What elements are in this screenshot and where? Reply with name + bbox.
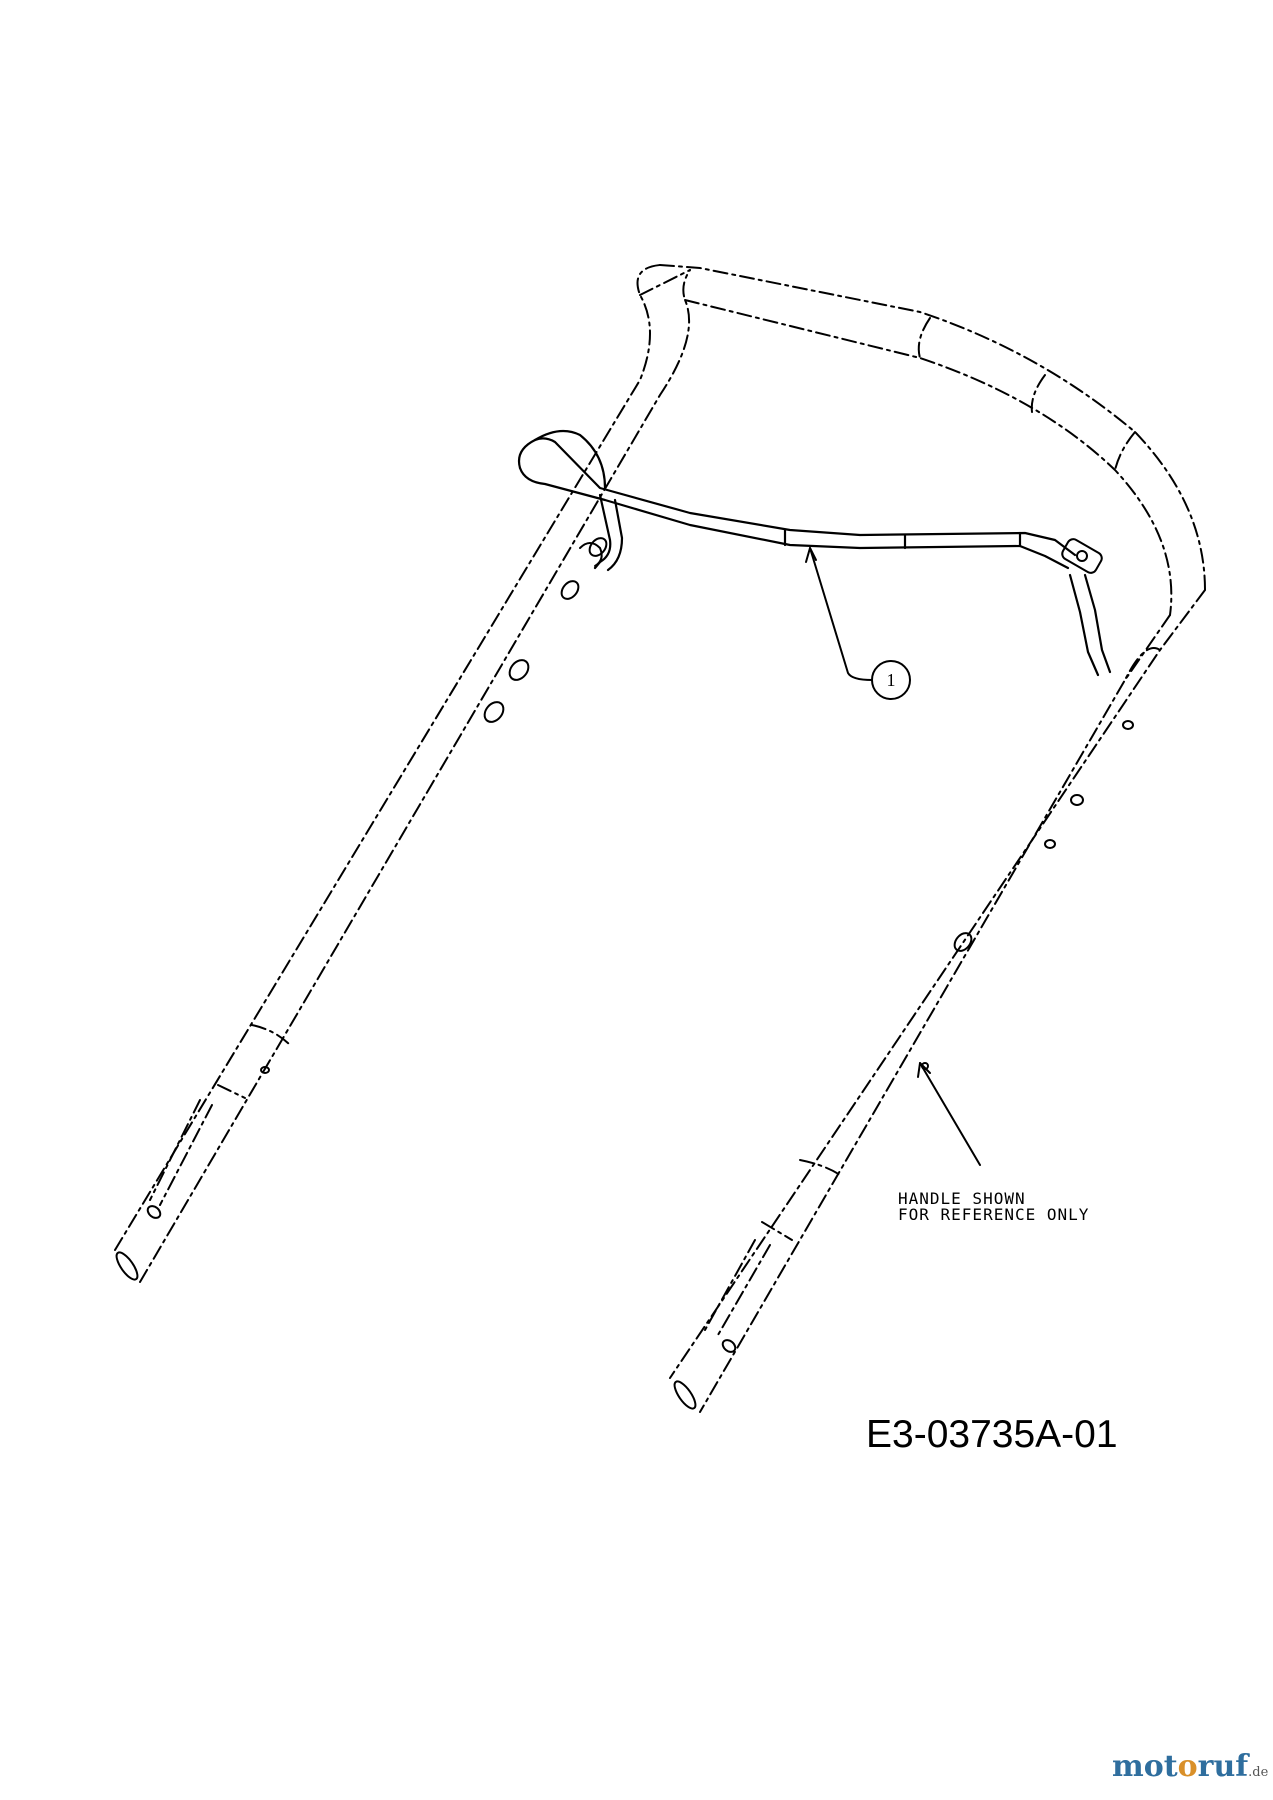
reference-note: HANDLE SHOWN FOR REFERENCE ONLY bbox=[898, 1191, 1089, 1223]
joint-top-1 bbox=[917, 317, 931, 359]
bail-right-arm bbox=[1068, 573, 1112, 677]
left-tube-end bbox=[115, 1251, 139, 1281]
watermark-part-2: o bbox=[1177, 1749, 1198, 1784]
left-tube-inner-edge bbox=[139, 269, 691, 1283]
left-tube-joint-1 bbox=[251, 1024, 291, 1046]
watermark-suffix: .de bbox=[1248, 1765, 1269, 1780]
callout-leader-1 bbox=[809, 547, 873, 681]
reference-note-line-2: FOR REFERENCE ONLY bbox=[898, 1205, 1090, 1224]
callout-arrow-1 bbox=[805, 547, 817, 563]
bail-left-arm bbox=[593, 493, 624, 572]
right-tube-mounting-holes bbox=[721, 720, 1134, 1353]
bail-bar-lower bbox=[518, 466, 1070, 570]
bail-hinge-left bbox=[579, 542, 603, 567]
left-tube-slot bbox=[149, 1099, 213, 1206]
joint-top-2 bbox=[1030, 374, 1046, 413]
reference-handle-outline bbox=[114, 264, 1206, 1413]
watermark-part-1: mot bbox=[1112, 1749, 1178, 1784]
motoruf-watermark: motoruf.de bbox=[1112, 1750, 1268, 1790]
right-tube-slot bbox=[704, 1239, 771, 1336]
right-tube-joint-1 bbox=[799, 1159, 841, 1176]
right-tube-joint-2 bbox=[761, 1221, 793, 1241]
right-tube-inner-edge bbox=[699, 614, 1171, 1413]
drawing-id: E3-03735A-01 bbox=[866, 1413, 1118, 1456]
bail-bar-upper bbox=[517, 437, 1077, 557]
corner-joint-left bbox=[639, 269, 691, 296]
right-tube-end bbox=[673, 1380, 697, 1410]
left-tube-joint-2 bbox=[217, 1084, 246, 1099]
reference-note-leader bbox=[919, 1062, 981, 1166]
joint-right-corner bbox=[1124, 647, 1161, 681]
top-bar-lower-edge bbox=[684, 299, 1173, 616]
reference-note-arrow bbox=[917, 1062, 931, 1078]
watermark-part-3: ruf bbox=[1197, 1749, 1249, 1784]
control-bail-part-1 bbox=[517, 429, 1112, 677]
bail-left-loop bbox=[533, 429, 607, 490]
reference-note-line-1: HANDLE SHOWN bbox=[898, 1189, 1026, 1208]
left-tube-outer-edge bbox=[114, 264, 661, 1251]
callout-bubble-1 bbox=[871, 660, 911, 700]
bail-pivot-bracket bbox=[1061, 538, 1103, 574]
top-bar-upper-edge bbox=[659, 264, 1206, 591]
right-tube-outer-edge bbox=[669, 589, 1206, 1379]
bail-pivot-hole bbox=[1076, 550, 1088, 562]
callout-number-1: 1 bbox=[887, 670, 896, 690]
joint-top-3 bbox=[1114, 431, 1136, 471]
